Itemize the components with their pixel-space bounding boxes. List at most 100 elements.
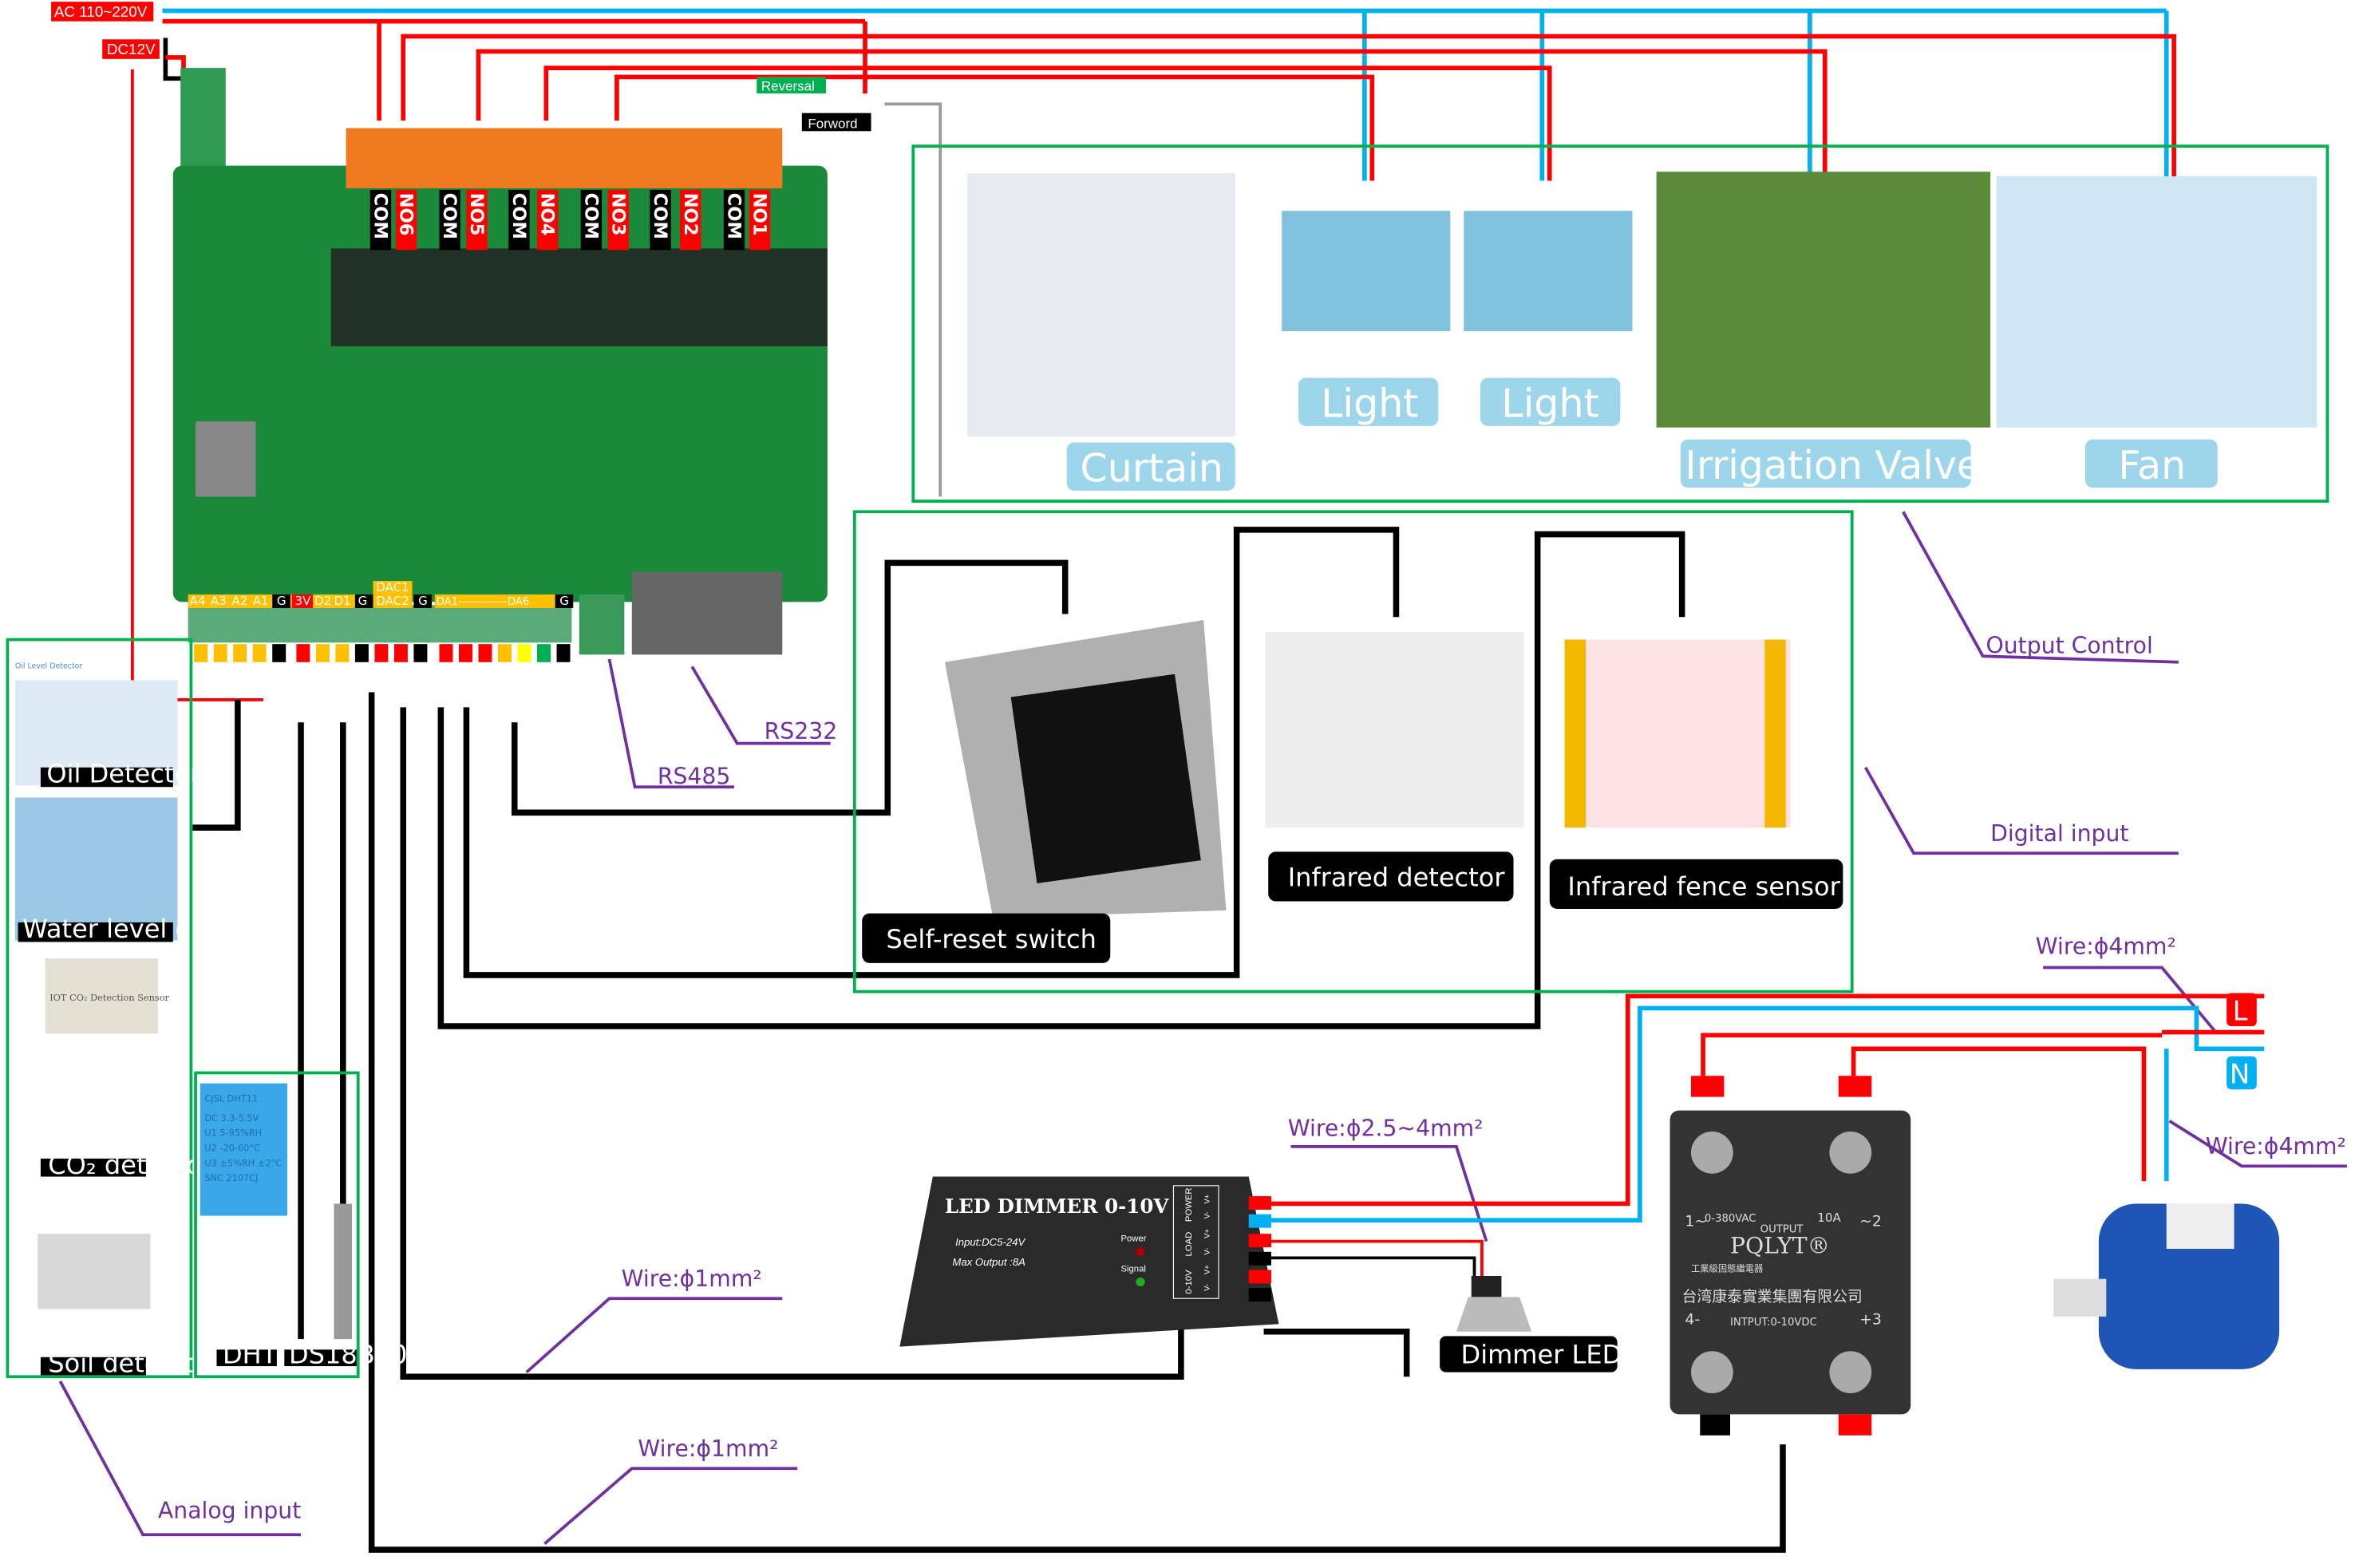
dht-text-line: U1 5-95%RH bbox=[204, 1128, 262, 1139]
relay-no1: NO1 bbox=[749, 193, 769, 236]
dimmer-led: Dimmer LED bbox=[1440, 1275, 1622, 1372]
curtain-image bbox=[967, 173, 1235, 437]
self-reset-switch-label: Self-reset switch bbox=[886, 924, 1097, 954]
ssr-brand: PQLYT® bbox=[1730, 1233, 1830, 1259]
dac2-label: DAC2 bbox=[376, 594, 409, 608]
dimmer-pin: V- bbox=[1203, 1248, 1211, 1255]
ds18b20-label: DS18B20 bbox=[289, 1339, 408, 1369]
output-control-annotation: Output Control bbox=[1986, 632, 2152, 658]
infrared-detector-label: Infrared detector bbox=[1288, 863, 1506, 893]
da-range: DA1-------------DA6 bbox=[437, 596, 530, 608]
wire-2.5-4mm-annotation: Wire:ϕ2.5~4mm² bbox=[1288, 1116, 1484, 1142]
dac1-label: DAC1 bbox=[376, 580, 409, 594]
relay-com-1: COM bbox=[723, 193, 744, 239]
dimmer-input: Input:DC5-24V bbox=[955, 1236, 1025, 1248]
dimmer-signal-led: Signal bbox=[1120, 1264, 1145, 1274]
ssr-cn-line2: 台湾康泰實業集團有限公司 bbox=[1682, 1288, 1863, 1305]
mains-l-badge bbox=[2227, 993, 2257, 1027]
dht-text-line: CJSL DHT11 bbox=[204, 1093, 258, 1104]
co2-box-text: IOT CO₂ Detection Sensor bbox=[49, 993, 169, 1003]
dimmer-led-label: Dimmer LED bbox=[1461, 1339, 1622, 1369]
dht-text-line: U2 -20-60°C bbox=[204, 1143, 260, 1153]
water-level-label: Water level detector bbox=[22, 914, 283, 944]
forward-label-text: Forword bbox=[808, 117, 857, 132]
rs485-annotation: RS485 bbox=[658, 764, 731, 790]
relay-com-2: COM bbox=[650, 193, 670, 239]
ssr-pin1: 1~ bbox=[1685, 1214, 1707, 1230]
dht-text-line: U3 ±5%RH ±2°C bbox=[204, 1158, 282, 1168]
output-control-frame bbox=[911, 144, 2329, 503]
da-g: G bbox=[559, 594, 569, 608]
dimmer-group-load: LOAD bbox=[1184, 1232, 1194, 1257]
dimmer-pin: V+ bbox=[1203, 1194, 1211, 1203]
relay-com-4: COM bbox=[508, 193, 529, 239]
digital-g: G bbox=[358, 594, 368, 608]
ssr-current: 10A bbox=[1817, 1211, 1841, 1225]
relay-no2: NO2 bbox=[680, 193, 701, 236]
oil-level-header: Oil Level Detector bbox=[15, 662, 83, 670]
digital-devices: Self-reset switch Infrared detector Infr… bbox=[862, 620, 1843, 963]
terminal-labels: A4 A3 A2 A1 G 3V D2 D1 G DAC1 DAC2 G DA1… bbox=[188, 580, 574, 608]
controller-board bbox=[172, 68, 828, 655]
curtain-label: Curtain bbox=[1081, 446, 1223, 492]
dimmer-power-led: Power bbox=[1120, 1234, 1146, 1244]
digital-d1: D1 bbox=[334, 594, 351, 608]
dimmer-group-power: POWER bbox=[1184, 1187, 1194, 1222]
terminal-plugs bbox=[194, 644, 571, 662]
ssr-pin4: 4- bbox=[1685, 1311, 1700, 1328]
relay-com-3: COM bbox=[580, 193, 601, 239]
oil-detector-label: Oil Detector bbox=[46, 759, 201, 789]
digital-d2: D2 bbox=[314, 594, 331, 608]
infrared-fence-label: Infrared fence sensor bbox=[1567, 871, 1840, 902]
co2-detector-label: CO₂ detector bbox=[48, 1150, 213, 1180]
infrared-detector-image bbox=[1265, 632, 1524, 828]
relay-com-6: COM bbox=[369, 193, 390, 239]
ssr-pin2: ~2 bbox=[1859, 1214, 1882, 1230]
relay-no4: NO4 bbox=[537, 193, 558, 236]
dht-text-line: SNC 2107CJ bbox=[204, 1173, 258, 1183]
relay-com-5: COM bbox=[439, 193, 460, 239]
led-dimmer: LED DIMMER 0-10V Input:DC5-24V Max Outpu… bbox=[899, 1176, 1279, 1347]
solid-state-relay: 1~ 0-380VAC OUTPUT 10A ~2 PQLYT® 工業級固態繼電… bbox=[1669, 1076, 1911, 1436]
reversal-label bbox=[757, 77, 826, 94]
relay-no5: NO5 bbox=[466, 193, 487, 236]
ssr-output-range: 0-380VAC bbox=[1705, 1213, 1756, 1225]
relay-no6: NO6 bbox=[395, 193, 416, 236]
analog-g: G bbox=[277, 594, 286, 608]
dimmer-pin: V+ bbox=[1203, 1229, 1211, 1238]
light-image-1 bbox=[1282, 211, 1451, 332]
motor bbox=[2053, 1203, 2280, 1369]
mains-n: N bbox=[2230, 1060, 2250, 1091]
dc-label bbox=[102, 39, 160, 59]
digital-3v: 3V bbox=[295, 594, 312, 608]
dimmer-pin: V- bbox=[1203, 1211, 1211, 1218]
reversal-label-text: Reversal bbox=[761, 78, 815, 93]
soil-detector-image bbox=[38, 1234, 151, 1309]
ac-label bbox=[51, 2, 154, 22]
analog-a2: A2 bbox=[231, 594, 247, 608]
water-level-image bbox=[14, 797, 178, 941]
digital-input-frame bbox=[852, 510, 1854, 993]
relay-labels: COM NO6 COM NO5 COM NO4 COM NO3 COM NO2 … bbox=[369, 189, 771, 251]
dimmer-max-output: Max Output :8A bbox=[952, 1256, 1025, 1268]
dht11-print: CJSL DHT11 DC 3.3-5.5V U1 5-95%RH U2 -20… bbox=[204, 1093, 282, 1183]
dac-g: G bbox=[418, 594, 428, 608]
ds18b20-probe bbox=[334, 1203, 353, 1340]
ac-label-text: AC 110~220V bbox=[54, 3, 148, 20]
dimmer-pin: V- bbox=[1203, 1284, 1211, 1291]
wire-1mm-annotation-a: Wire:ϕ1mm² bbox=[622, 1266, 762, 1292]
ssr-input: INTPUT:0-10VDC bbox=[1730, 1317, 1817, 1329]
irrigation-valve-label: Irrigation Valve bbox=[1685, 443, 1981, 488]
wire-4mm-annotation-b: Wire:ϕ4mm² bbox=[2206, 1133, 2346, 1159]
dht-text-line: DC 3.3-5.5V bbox=[204, 1113, 259, 1124]
temp-sensors-frame bbox=[194, 1071, 360, 1379]
rs232-annotation: RS232 bbox=[765, 718, 838, 745]
relay-no3: NO3 bbox=[607, 193, 628, 236]
wire-1mm-annotation-b: Wire:ϕ1mm² bbox=[638, 1436, 778, 1462]
irrigation-valve-image bbox=[1656, 172, 1991, 428]
forward-label bbox=[801, 113, 871, 132]
dimmer-group-0-10v: 0-10V bbox=[1184, 1270, 1194, 1294]
co2-detector-image bbox=[45, 958, 158, 1034]
light-image-2 bbox=[1464, 211, 1633, 332]
